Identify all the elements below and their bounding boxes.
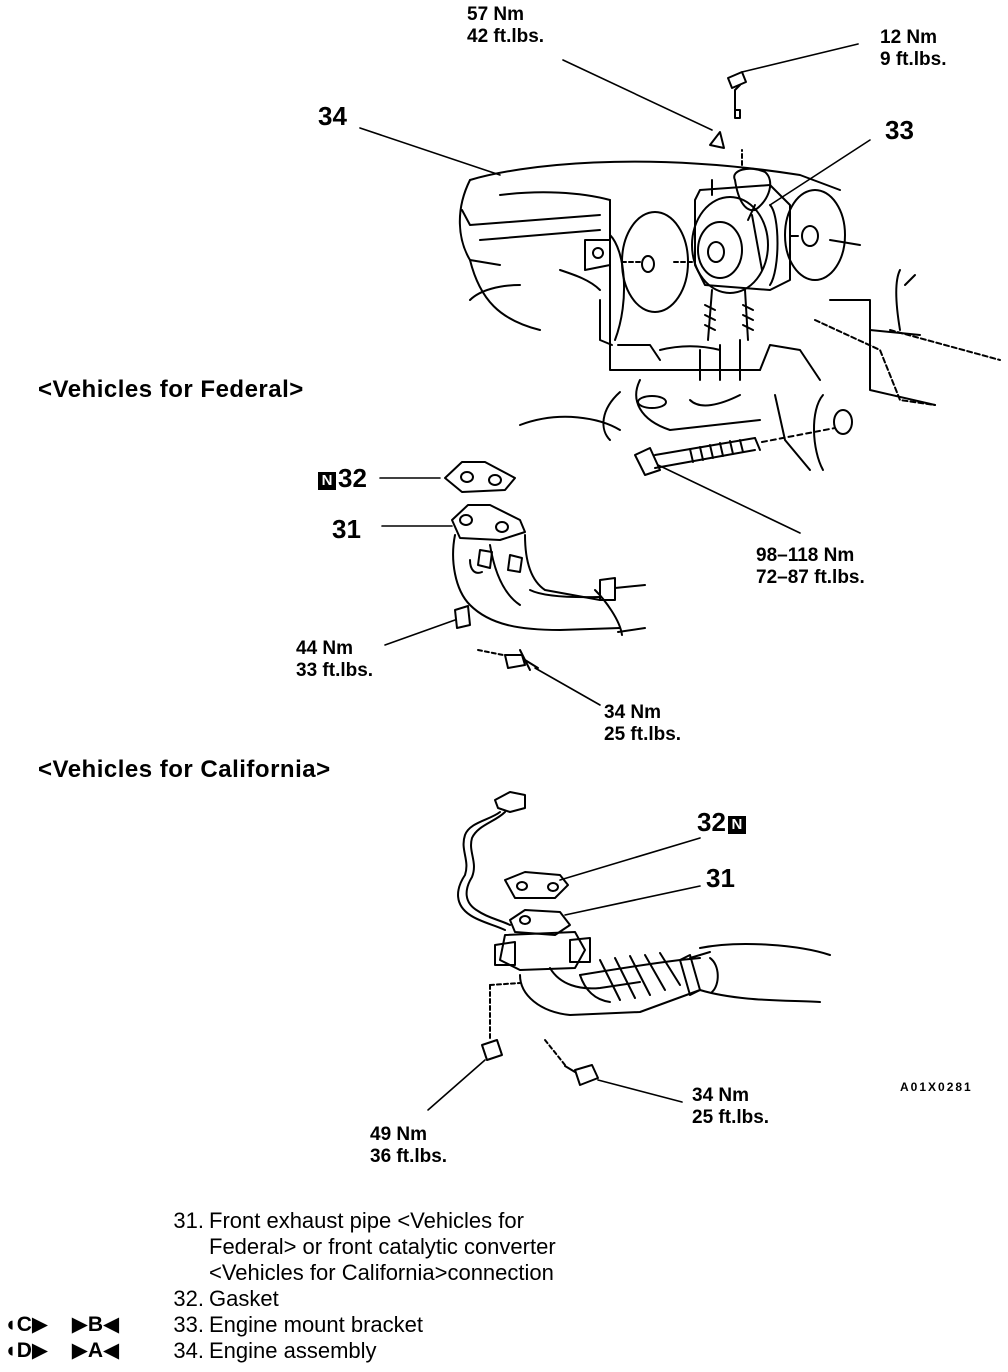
vehicle-body-outline xyxy=(813,239,1001,471)
leader-lines xyxy=(359,43,871,1111)
legend-text: <Vehicles for California>connection xyxy=(209,1260,554,1285)
part-number-text: 32 xyxy=(697,807,726,837)
mark-arrow-left-icon: ◖ xyxy=(4,1339,17,1362)
torque-callout-12nm: 12 Nm 9 ft.lbs. xyxy=(880,27,947,71)
gasket-federal-drawing xyxy=(444,461,516,493)
new-part-badge: N xyxy=(318,472,336,490)
torque-value-ftlbs: 33 ft.lbs. xyxy=(296,660,374,681)
torque-value-ftlbs: 72–87 ft.lbs. xyxy=(756,567,865,588)
mark-d: D xyxy=(16,1339,32,1362)
torque-value-nm: 44 Nm xyxy=(296,638,354,659)
torque-value-ftlbs: 36 ft.lbs. xyxy=(370,1146,448,1167)
torque-callout-57nm: 57 Nm 42 ft.lbs. xyxy=(467,4,544,48)
legend-marks-row-34: ◖D▶ ▶A◀ xyxy=(4,1338,119,1364)
section-title-california: <Vehicles for California> xyxy=(38,756,331,783)
torque-value-nm: 57 Nm xyxy=(467,4,525,25)
through-bolt-drawing xyxy=(634,427,836,476)
catalytic-converter-drawing xyxy=(494,909,831,1016)
legend-number: 31. xyxy=(173,1208,204,1233)
mark-triangle-right-icon: ▶ xyxy=(31,1313,49,1336)
legend-text: Front exhaust pipe <Vehicles for xyxy=(209,1208,524,1233)
mark-a: A xyxy=(87,1339,104,1362)
torque-callout-44nm: 44 Nm 33 ft.lbs. xyxy=(296,638,373,682)
torque-value-ftlbs: 9 ft.lbs. xyxy=(880,49,947,70)
part-number-text: 32 xyxy=(338,463,367,493)
torque-callout-34nm-federal: 34 Nm 25 ft.lbs. xyxy=(604,702,681,746)
torque-value-ftlbs: 25 ft.lbs. xyxy=(692,1107,770,1128)
front-exhaust-pipe-drawing xyxy=(451,504,646,636)
torque-value-nm: 34 Nm xyxy=(692,1085,750,1106)
mark-c: C xyxy=(16,1313,32,1336)
part-number-31-california: 31 xyxy=(706,863,735,893)
torque-value-ftlbs: 25 ft.lbs. xyxy=(604,724,682,745)
legend-number: 34. xyxy=(173,1338,204,1363)
part-number-31-federal: 31 xyxy=(332,514,361,544)
section-title-federal: <Vehicles for Federal> xyxy=(38,376,304,403)
mark-b: B xyxy=(87,1313,104,1336)
engine-mount-bracket-drawing xyxy=(671,71,791,341)
torque-callout-49nm: 49 Nm 36 ft.lbs. xyxy=(370,1124,447,1168)
part-number-34: 34 xyxy=(318,101,347,131)
mark-triangle-left-icon: ◀ xyxy=(103,1313,120,1336)
part-number-33: 33 xyxy=(885,115,914,145)
torque-value-nm: 49 Nm xyxy=(370,1124,428,1145)
mark-arrow-left-icon: ◖ xyxy=(4,1313,17,1336)
gasket-california-drawing xyxy=(504,871,569,899)
torque-value-nm: 98–118 Nm xyxy=(756,545,855,566)
torque-callout-98-118nm: 98–118 Nm 72–87 ft.lbs. xyxy=(756,545,865,589)
legend-text: Gasket xyxy=(209,1286,279,1311)
torque-value-nm: 12 Nm xyxy=(880,27,938,48)
legend-marks-row-33: ◖C▶ ▶B◀ xyxy=(4,1312,119,1338)
torque-value-nm: 34 Nm xyxy=(604,702,662,723)
mark-triangle-right-icon: ▶ xyxy=(71,1313,88,1336)
new-part-badge: N xyxy=(727,816,746,834)
legend-text: Federal> or front catalytic converter xyxy=(209,1234,556,1259)
legend-text: Engine mount bracket xyxy=(209,1312,424,1337)
mark-triangle-left-icon: ◀ xyxy=(103,1339,120,1362)
legend-number: 32. xyxy=(173,1286,204,1311)
legend-number: 33. xyxy=(173,1312,204,1337)
mark-triangle-right-icon: ▶ xyxy=(71,1339,88,1362)
torque-value-ftlbs: 42 ft.lbs. xyxy=(467,26,545,47)
figure-code: A01X0281 xyxy=(900,1080,973,1094)
legend-text: Engine assembly xyxy=(209,1338,377,1363)
torque-callout-34nm-california: 34 Nm 25 ft.lbs. xyxy=(692,1085,769,1129)
engine-mount-disc-right xyxy=(784,189,846,281)
california-nut xyxy=(481,982,521,1061)
california-stud-bolt xyxy=(544,1039,599,1086)
mark-triangle-right-icon: ▶ xyxy=(31,1339,49,1362)
federal-stud-bolt xyxy=(477,649,539,671)
engine-assembly-drawing xyxy=(458,160,841,471)
oxygen-sensor-drawing xyxy=(457,791,526,931)
